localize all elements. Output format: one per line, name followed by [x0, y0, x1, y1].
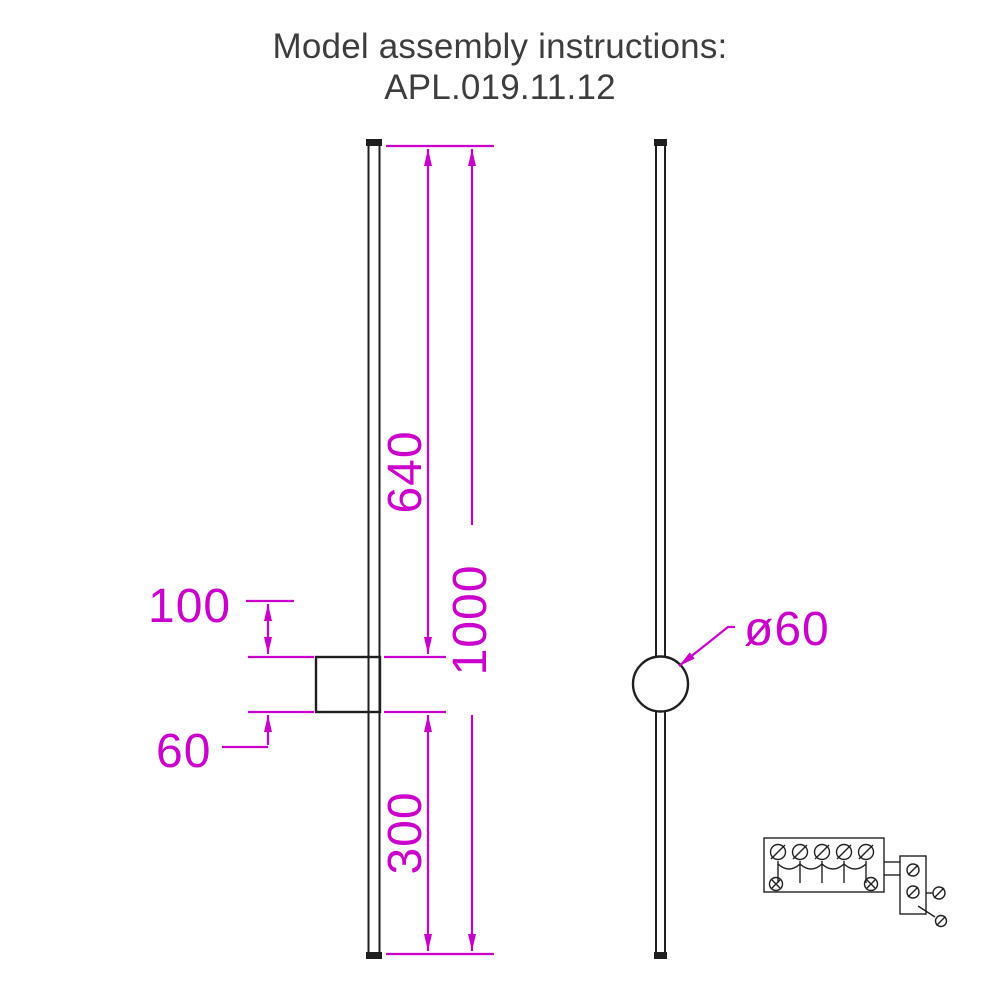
lamp-bar-side-bottom-cap [654, 952, 667, 959]
page-title: Model assembly instructions: APL.019.11.… [0, 26, 1000, 109]
diameter-leader-line [678, 625, 735, 667]
screw-slot [792, 844, 808, 860]
lamp-bar-top-cap [366, 139, 382, 146]
mount-circle [631, 655, 690, 713]
screw-slot [858, 844, 874, 860]
driver-screw [906, 885, 920, 899]
dimension-annotations: 640 1000 300 100 60 [148, 144, 497, 956]
screw-slot [933, 887, 945, 899]
screw-slot [936, 916, 946, 926]
side-view: ø60 [631, 139, 830, 959]
dim-label-100: 100 [148, 580, 231, 633]
screw-slot [770, 844, 786, 860]
mounting-screw [934, 914, 948, 928]
driver-box [899, 855, 927, 915]
terminal-screw [791, 843, 809, 861]
terminal-screw [769, 843, 787, 861]
driver-screw [906, 863, 920, 877]
wire-arc [843, 863, 867, 870]
wiring-diagram [763, 837, 948, 928]
screw-slot [836, 844, 852, 860]
dim-label-640: 640 [379, 430, 432, 513]
wire-arc [821, 863, 845, 870]
terminal-screw [835, 843, 853, 861]
connector-line [917, 905, 936, 918]
screw-slot [907, 864, 919, 876]
ground-symbol [768, 876, 784, 892]
wall-bracket [314, 655, 382, 714]
ground-symbol [863, 876, 879, 892]
front-view [314, 139, 382, 959]
lamp-bar-side [655, 142, 666, 956]
terminal-block [763, 837, 885, 893]
lamp-bar-side-top-cap [654, 139, 667, 146]
mounting-screw [932, 886, 946, 900]
terminal-screw [857, 843, 875, 861]
dim-label-1000: 1000 [444, 565, 497, 676]
title-line-1: Model assembly instructions: [272, 27, 728, 66]
dim-label-60: 60 [156, 725, 211, 778]
lamp-bar-front [367, 142, 381, 956]
terminal-screw [813, 843, 831, 861]
screw-slot [907, 886, 919, 898]
screw-slot [814, 844, 830, 860]
model-number: APL.019.11.12 [384, 68, 616, 108]
lamp-bar-bottom-cap [366, 952, 382, 959]
wire-arc [799, 863, 823, 870]
dim-label-300: 300 [379, 791, 432, 874]
wire-arc [777, 863, 801, 870]
dim-label-diameter: ø60 [744, 603, 830, 656]
